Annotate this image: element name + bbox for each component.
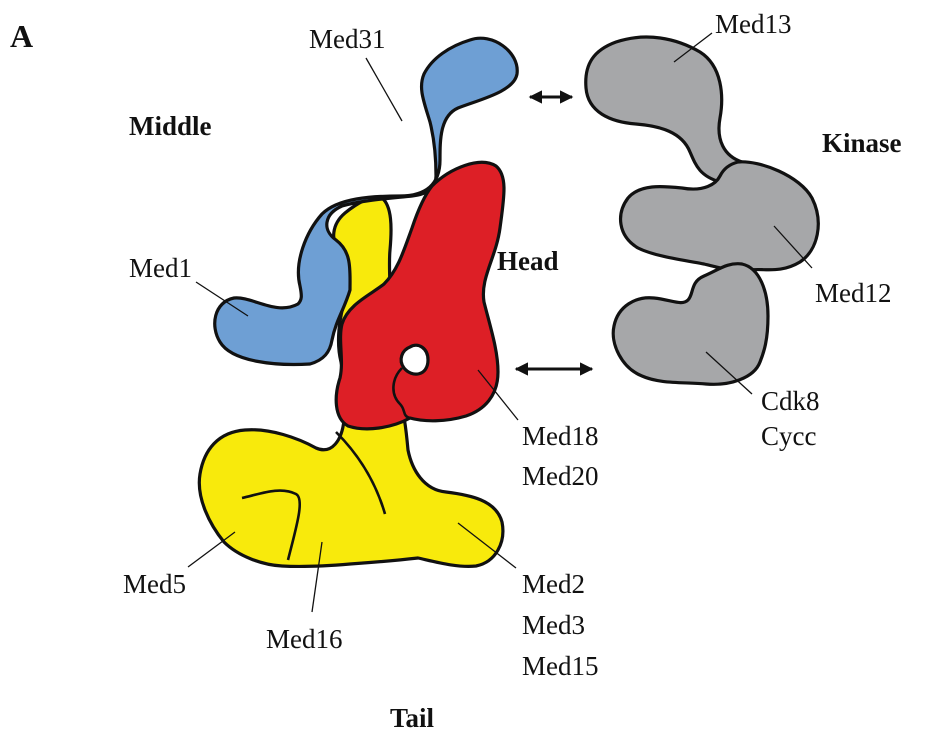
cdk8-label: Cdk8: [761, 386, 820, 416]
cdk8-shape: [613, 264, 768, 385]
panel-letter: A: [10, 18, 33, 54]
med3-label: Med3: [522, 610, 585, 640]
med31-leader: [366, 58, 402, 121]
med16-label: Med16: [266, 624, 343, 654]
med13-shape: [586, 37, 742, 182]
med5-leader: [188, 532, 235, 567]
middle-module-label: Middle: [129, 111, 212, 141]
med18-label: Med18: [522, 421, 599, 451]
med12-shape: [621, 162, 819, 271]
med13-label: Med13: [715, 9, 792, 39]
med2-label: Med2: [522, 569, 585, 599]
med31-label: Med31: [309, 24, 386, 54]
med5-label: Med5: [123, 569, 186, 599]
kinase-module: [586, 37, 818, 384]
kinase-module-label: Kinase: [822, 128, 902, 158]
med12-label: Med12: [815, 278, 892, 308]
head-hole: [401, 345, 428, 374]
tail-module-label: Tail: [390, 703, 435, 733]
head-module-label: Head: [497, 246, 559, 276]
cycc-label: Cycc: [761, 421, 816, 451]
med1-label: Med1: [129, 253, 192, 283]
med15-label: Med15: [522, 651, 599, 681]
med20-label: Med20: [522, 461, 599, 491]
